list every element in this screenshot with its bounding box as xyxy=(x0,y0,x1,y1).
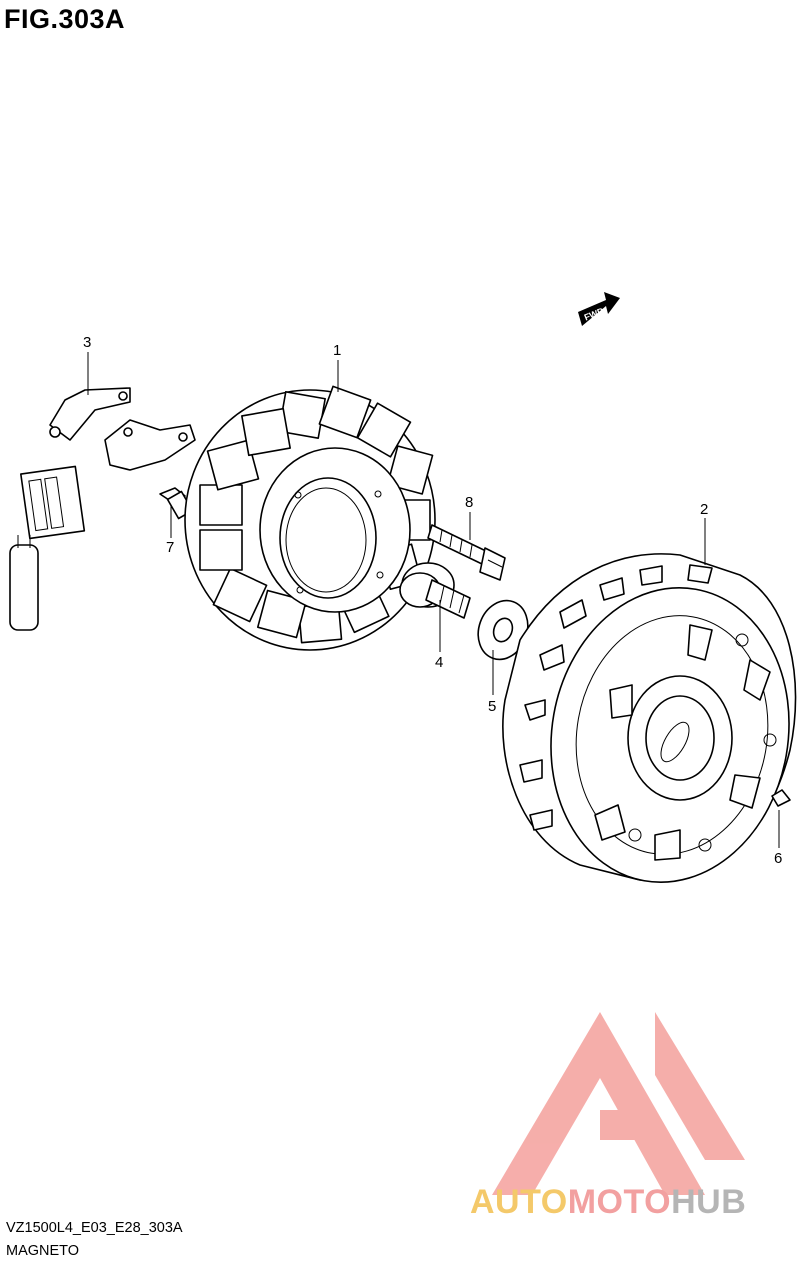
callout-2: 2 xyxy=(700,501,708,518)
part-4-flange-bolt xyxy=(399,562,471,619)
watermark-hub: HUB xyxy=(671,1183,747,1221)
part-2-rotor xyxy=(502,553,797,883)
fwd-label: FWD xyxy=(583,305,606,322)
part-3-clamp xyxy=(49,387,196,471)
part-5-washer xyxy=(477,599,529,661)
callout-1: 1 xyxy=(333,342,341,359)
part-name: MAGNETO xyxy=(6,1243,80,1259)
callout-4: 4 xyxy=(435,654,443,671)
callout-labels: 1 2 3 4 5 6 7 8 xyxy=(83,334,782,867)
callout-3: 3 xyxy=(83,334,91,351)
watermark-text: AUTOMOTOHUB xyxy=(470,1183,746,1222)
part-6-key xyxy=(771,789,791,807)
part-1-stator xyxy=(184,385,436,651)
model-code: VZ1500L4_E03_E28_303A xyxy=(6,1220,183,1236)
watermark-moto: MOTO xyxy=(567,1183,672,1221)
callout-6: 6 xyxy=(774,850,782,867)
watermark-logo xyxy=(492,1012,745,1195)
harness-connector xyxy=(20,465,86,540)
figure-title: FIG.303A xyxy=(4,4,126,34)
callout-5: 5 xyxy=(488,698,496,715)
fwd-arrow-icon: FWD xyxy=(578,292,620,326)
callout-8: 8 xyxy=(465,494,473,511)
callout-7: 7 xyxy=(166,539,174,556)
watermark-auto: AUTO xyxy=(470,1183,568,1221)
part-8-bolt xyxy=(427,524,506,581)
leader-lines xyxy=(87,352,780,848)
